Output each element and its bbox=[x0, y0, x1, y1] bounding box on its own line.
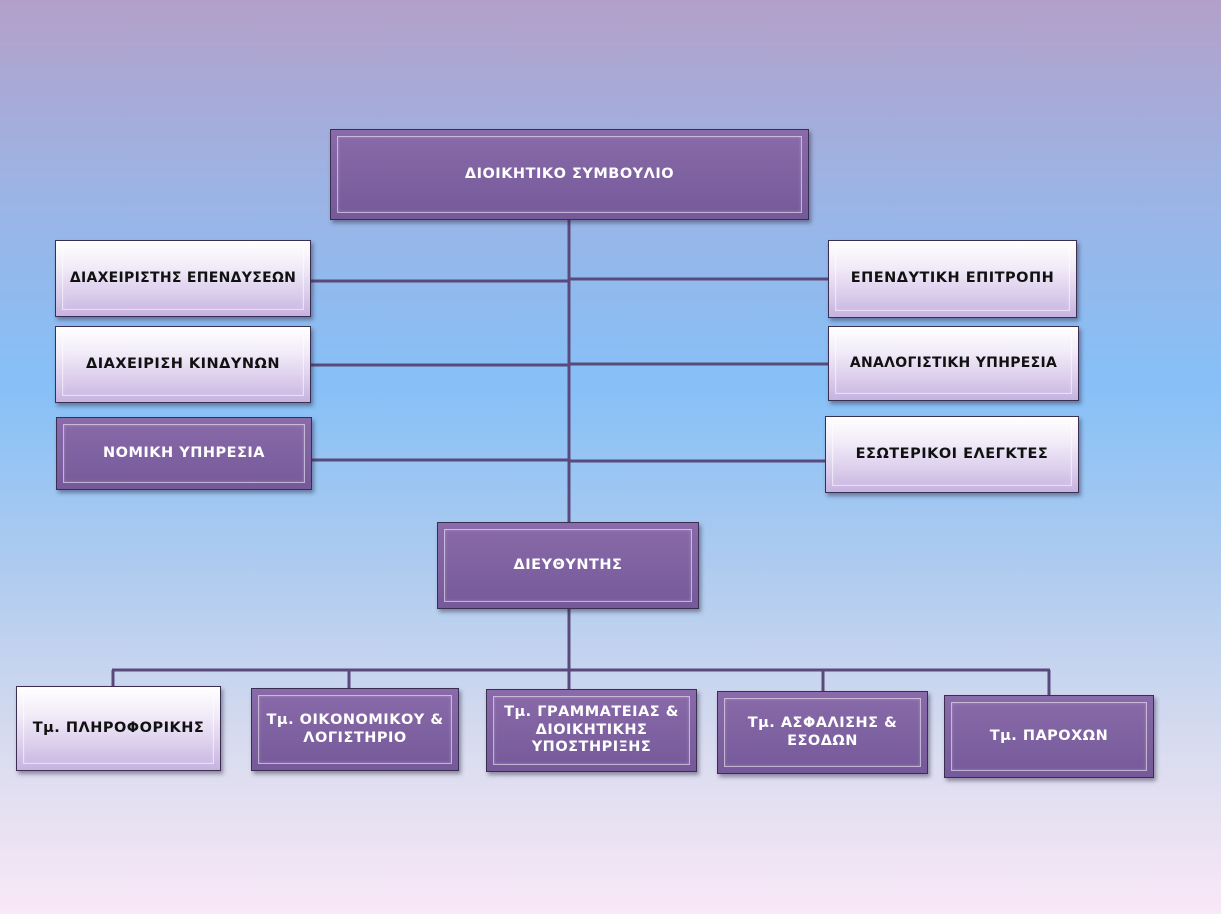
right-unit-box-2: ΑΝΑΛΟΓΙΣΤΙΚΗ ΥΠΗΡΕΣΙΑ bbox=[828, 326, 1079, 401]
department-box-5: Τμ. ΠΑΡΟΧΩΝ bbox=[944, 695, 1154, 778]
left-unit-label-2: ΔΙΑΧΕΙΡΙΣΗ ΚΙΝΔΥΝΩΝ bbox=[85, 355, 280, 372]
board-label: ΔΙΟΙΚΗΤΙΚΟ ΣΥΜΒΟΥΛΙΟ bbox=[464, 165, 675, 182]
right-unit-label-3: ΕΣΩΤΕΡΙΚΟΙ ΕΛΕΓΚΤΕΣ bbox=[855, 445, 1049, 462]
left-unit-box-2: ΔΙΑΧΕΙΡΙΣΗ ΚΙΝΔΥΝΩΝ bbox=[55, 326, 311, 403]
department-box-3: Τμ. ΓΡΑΜΜΑΤΕΙΑΣ & ΔΙΟΙΚΗΤΙΚΗΣ ΥΠΟΣΤΗΡΙΞΗ… bbox=[486, 689, 697, 772]
department-label-1: Τμ. ΠΛΗΡΟΦΟΡΙΚΗΣ bbox=[32, 719, 205, 736]
director-label: ΔΙΕΥΘΥΝΤΗΣ bbox=[513, 556, 623, 573]
department-label-5: Τμ. ΠΑΡΟΧΩΝ bbox=[989, 727, 1109, 744]
board-box: ΔΙΟΙΚΗΤΙΚΟ ΣΥΜΒΟΥΛΙΟ bbox=[330, 129, 809, 220]
director-box: ΔΙΕΥΘΥΝΤΗΣ bbox=[437, 522, 699, 609]
department-label-2: Τμ. ΟΙΚΟΝΟΜΙΚΟΥ & ΛΟΓΙΣΤΗΡΙΟ bbox=[266, 712, 444, 746]
department-box-2: Τμ. ΟΙΚΟΝΟΜΙΚΟΥ & ΛΟΓΙΣΤΗΡΙΟ bbox=[251, 688, 459, 771]
right-unit-box-1: ΕΠΕΝΔΥΤΙΚΗ ΕΠΙΤΡΟΠΗ bbox=[828, 240, 1077, 318]
left-unit-box-1: ΔΙΑΧΕΙΡΙΣΤΗΣ ΕΠΕΝΔΥΣΕΩΝ bbox=[55, 240, 311, 317]
department-box-1: Τμ. ΠΛΗΡΟΦΟΡΙΚΗΣ bbox=[16, 686, 221, 771]
right-unit-label-1: ΕΠΕΝΔΥΤΙΚΗ ΕΠΙΤΡΟΠΗ bbox=[850, 270, 1055, 287]
left-unit-label-1: ΔΙΑΧΕΙΡΙΣΤΗΣ ΕΠΕΝΔΥΣΕΩΝ bbox=[69, 270, 297, 287]
department-label-3: Τμ. ΓΡΑΜΜΑΤΕΙΑΣ & ΔΙΟΙΚΗΤΙΚΗΣ ΥΠΟΣΤΗΡΙΞΗ… bbox=[504, 704, 679, 756]
right-unit-box-3: ΕΣΩΤΕΡΙΚΟΙ ΕΛΕΓΚΤΕΣ bbox=[825, 416, 1079, 493]
right-unit-label-2: ΑΝΑΛΟΓΙΣΤΙΚΗ ΥΠΗΡΕΣΙΑ bbox=[849, 355, 1058, 372]
left-unit-label-3: ΝΟΜΙΚΗ ΥΠΗΡΕΣΙΑ bbox=[102, 444, 266, 461]
left-unit-box-3: ΝΟΜΙΚΗ ΥΠΗΡΕΣΙΑ bbox=[56, 417, 312, 490]
department-box-4: Τμ. ΑΣΦΑΛΙΣΗΣ & ΕΣΟΔΩΝ bbox=[717, 691, 928, 774]
department-label-4: Τμ. ΑΣΦΑΛΙΣΗΣ & ΕΣΟΔΩΝ bbox=[747, 715, 898, 749]
